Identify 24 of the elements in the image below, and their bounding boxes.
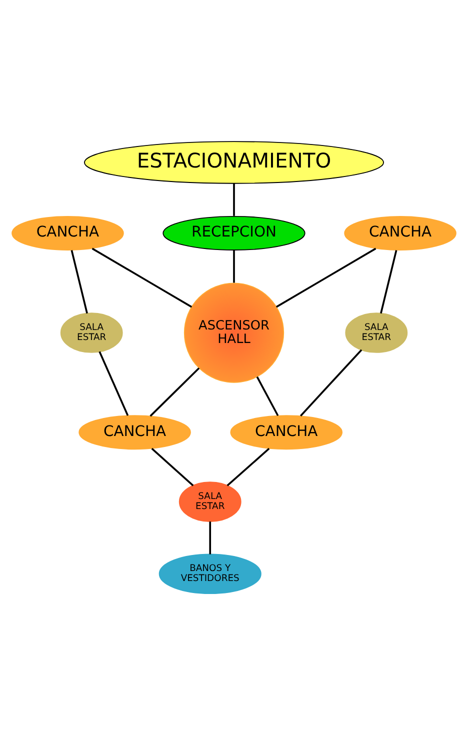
- connector: [226, 447, 270, 486]
- connector: [98, 350, 129, 416]
- node-ellipse: CANCHA: [78, 414, 191, 450]
- node-ellipse: CANCHA: [344, 215, 456, 250]
- connector: [276, 247, 376, 308]
- connector: [380, 250, 398, 314]
- node-ellipse: RECEPCION: [162, 215, 306, 250]
- connector: [256, 376, 279, 416]
- node-ellipse: SALA ESTAR: [60, 312, 123, 352]
- connector: [233, 250, 235, 282]
- connector: [209, 521, 212, 554]
- node-ellipse: SALA ESTAR: [178, 481, 242, 522]
- connector: [70, 250, 88, 314]
- connector: [150, 367, 200, 416]
- connector: [300, 348, 362, 416]
- node-ellipse: CANCHA: [230, 414, 342, 450]
- node-ellipse: CANCHA: [12, 215, 124, 250]
- node-ellipse: ESTACIONAMIENTO: [84, 140, 384, 184]
- connector: [233, 182, 235, 216]
- node-ellipse: SALA ESTAR: [345, 312, 408, 352]
- node-circle: ASCENSOR HALL: [184, 282, 284, 382]
- connector: [151, 447, 194, 486]
- connector: [92, 247, 192, 308]
- node-ellipse: BANOS Y VESTIDORES: [158, 553, 262, 594]
